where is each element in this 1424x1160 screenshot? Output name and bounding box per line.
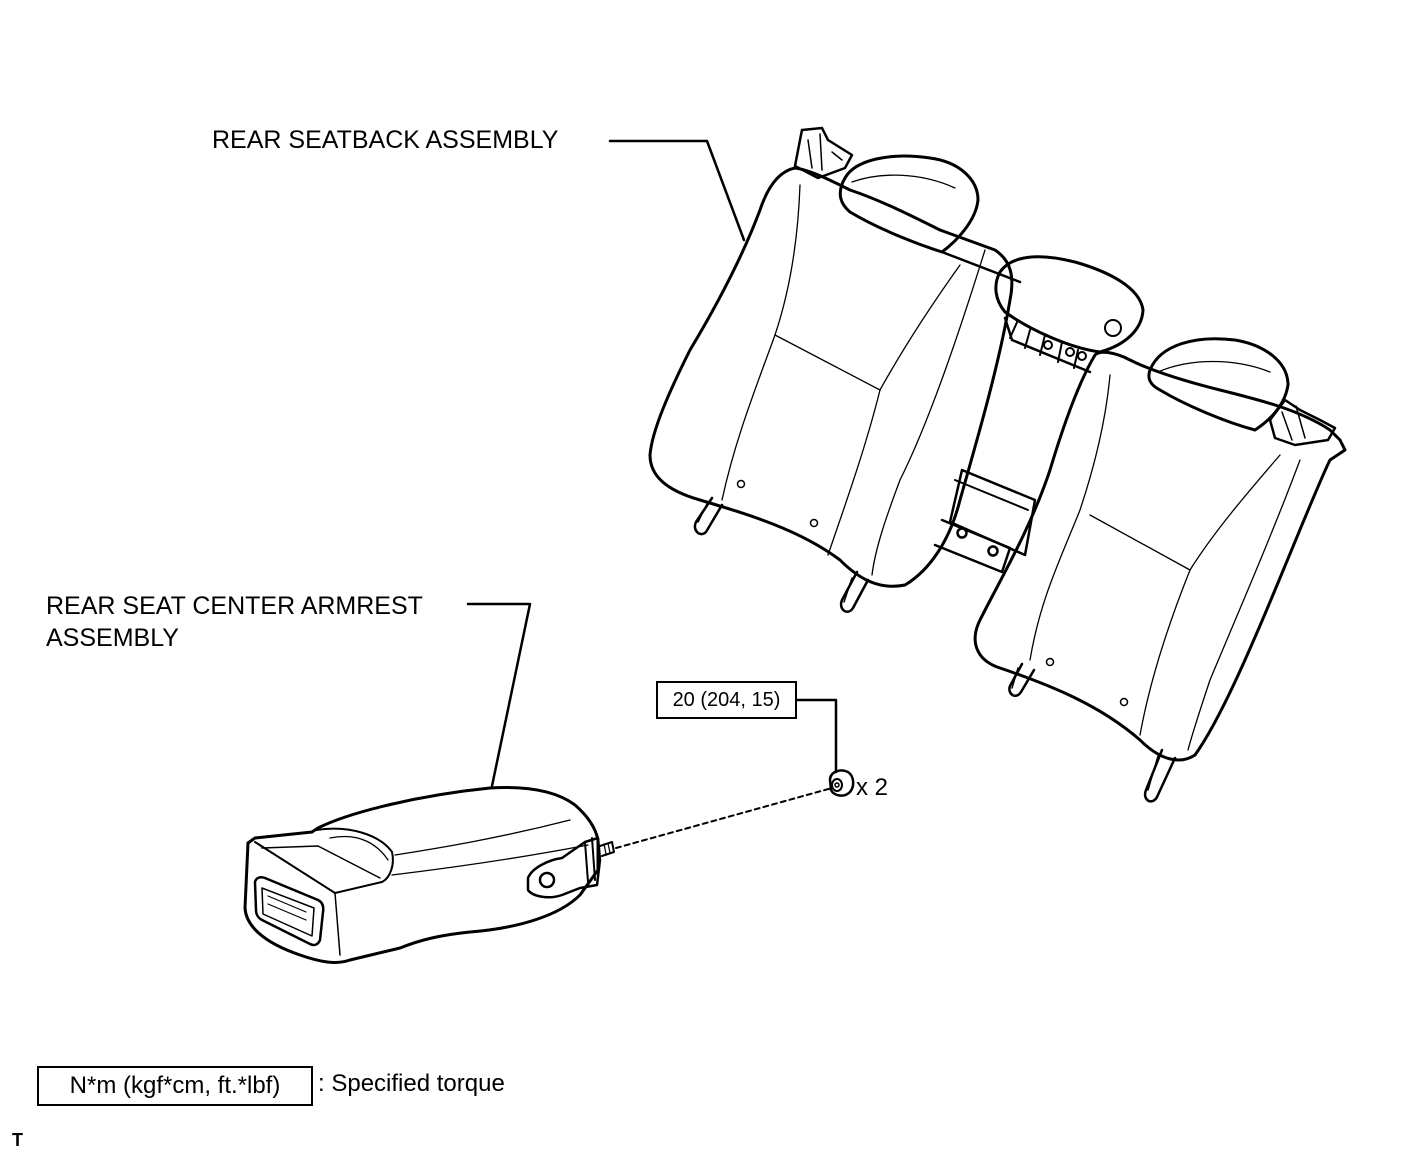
fastener-quantity: x 2 [856,774,889,801]
armrest-assembly [243,786,615,964]
nut-icon [828,769,855,797]
figure-code: T [12,1130,23,1150]
torque-spec-box: 20 (204, 15) [656,681,797,719]
leader-lines [466,139,838,788]
legend-units-box: N*m (kgf*cm, ft.*lbf) [37,1066,313,1106]
armrest-label-line2: ASSEMBLY [46,624,179,652]
seatback-right [973,337,1347,803]
seat-frame [933,250,1092,574]
center-headrest [994,255,1145,354]
armrest-leader [466,602,532,788]
armrest-label-line1: REAR SEAT CENTER ARMREST [46,592,423,620]
seatback-leader [608,139,746,242]
seatback-label: REAR SEATBACK ASSEMBLY [212,126,559,154]
seatback-left [648,126,1014,613]
alignment-dashed-line [615,787,833,849]
torque-leader [795,698,838,774]
legend-description: : Specified torque [318,1070,505,1097]
